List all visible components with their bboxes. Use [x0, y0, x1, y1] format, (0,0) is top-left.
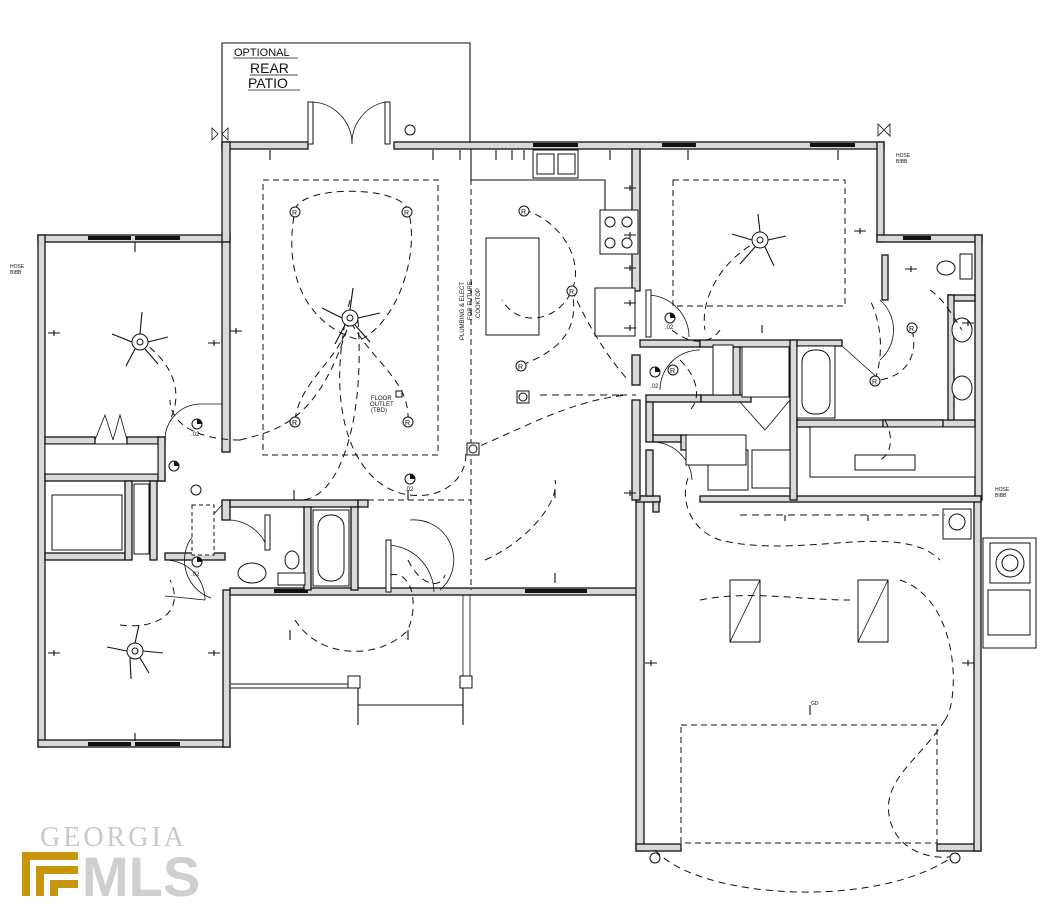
smoke-detector-icon [168, 460, 180, 472]
recessed-light-icon: R [566, 285, 578, 297]
svg-text:R: R [909, 326, 914, 333]
recessed-light-icon: R [515, 360, 527, 372]
svg-text:.02: .02 [191, 432, 200, 438]
hose-bibb-label: HOSE [896, 153, 911, 159]
front-porch [231, 595, 473, 725]
svg-text:.02: .02 [191, 572, 200, 578]
plumbing-fixtures [44, 253, 976, 587]
patio-title-rear: REAR [250, 60, 289, 76]
svg-text:R: R [521, 209, 526, 216]
junction-box-icon [466, 442, 480, 456]
cooktop-note-line2: FOR FUTURE [468, 281, 474, 320]
recessed-light-icon: R [906, 322, 918, 334]
light-fixture-icon [190, 484, 202, 496]
georgia-mls-logo: GEORGIA MLS [22, 822, 200, 908]
hose-bibb-icon [211, 127, 229, 141]
junction-box-icon [516, 390, 530, 404]
recessed-light-icon: R [667, 364, 679, 376]
smoke-detector-icon: .02 [404, 473, 416, 493]
svg-text:R: R [872, 379, 877, 386]
light-fixture-icon [404, 124, 416, 136]
electrical-symbols: .02 .02 .02 .02 .02 FLOOR OUTLET (TBD) H… [10, 123, 1010, 864]
electrical-circuits [119, 190, 963, 893]
smoke-detector-icon: .02 [191, 418, 203, 438]
hose-bibb-label: BIBB [10, 270, 22, 276]
patio-title-optional: OPTIONAL [234, 47, 290, 59]
floor-outlet-label-line2: OUTLET [370, 402, 394, 408]
doors [94, 101, 894, 601]
logo-wordmark: GEORGIA [40, 822, 187, 853]
recessed-lights: R R R R R R R R R R [289, 205, 918, 428]
recessed-light-icon: R [869, 375, 881, 387]
optional-rear-patio: OPTIONAL REAR PATIO [221, 42, 471, 143]
ceiling-fan-icon [731, 213, 787, 267]
svg-text:R: R [670, 368, 675, 375]
light-fixture-icon [649, 852, 661, 864]
ceiling-outlines [262, 149, 938, 844]
svg-text:.02: .02 [405, 487, 414, 493]
logo-brand: MLS [82, 845, 200, 908]
svg-text:R: R [518, 364, 523, 371]
ceiling-fan-icon [321, 287, 381, 345]
svg-text:.02: .02 [665, 325, 674, 331]
recessed-light-icon: R [289, 206, 301, 218]
floor-outlet-label-line3: (TBD) [371, 408, 387, 414]
svg-text:.02: .02 [650, 384, 659, 390]
kitchen: PLUMBING & ELECT FOR FUTURE COOKTOP [460, 149, 639, 340]
patio-title-patio: PATIO [248, 75, 288, 91]
svg-text:R: R [292, 210, 297, 217]
hose-bibb-label: BIBB [896, 159, 908, 165]
ceiling-fan-icon [106, 624, 164, 680]
smoke-detector-icon: .02 [649, 366, 661, 390]
cooktop-note-line1: PLUMBING & ELECT [460, 282, 466, 340]
hose-bibb-label: BIBB [995, 493, 1007, 499]
smoke-detector-icon: .02 [664, 312, 676, 331]
recessed-light-icon: R [518, 205, 530, 217]
floor-outlet-icon [395, 390, 403, 398]
ceiling-fan-icons [106, 213, 787, 680]
hose-bibb-label: HOSE [995, 487, 1010, 493]
svg-text:R: R [405, 420, 410, 427]
logo-mark-icon [22, 852, 78, 896]
svg-text:R: R [292, 420, 297, 427]
light-fixture-icon [949, 852, 961, 864]
garage [729, 508, 1037, 649]
recessed-light-icon: R [289, 416, 301, 428]
ceiling-fan-icon [111, 311, 169, 367]
cooktop-note-line3: COOKTOP [476, 288, 482, 318]
recessed-light-icon: R [401, 206, 413, 218]
svg-text:R: R [404, 210, 409, 217]
hose-bibb-icon [877, 123, 891, 137]
windows [88, 143, 931, 746]
floor-outlet-label-line1: FLOOR [371, 396, 392, 402]
smoke-detector-icon: .02 [191, 556, 203, 578]
hose-bibb-label: HOSE [10, 264, 25, 270]
recessed-light-icon: R [402, 416, 414, 428]
garage-door-opener-label: GD [811, 701, 819, 707]
svg-text:R: R [569, 289, 574, 296]
